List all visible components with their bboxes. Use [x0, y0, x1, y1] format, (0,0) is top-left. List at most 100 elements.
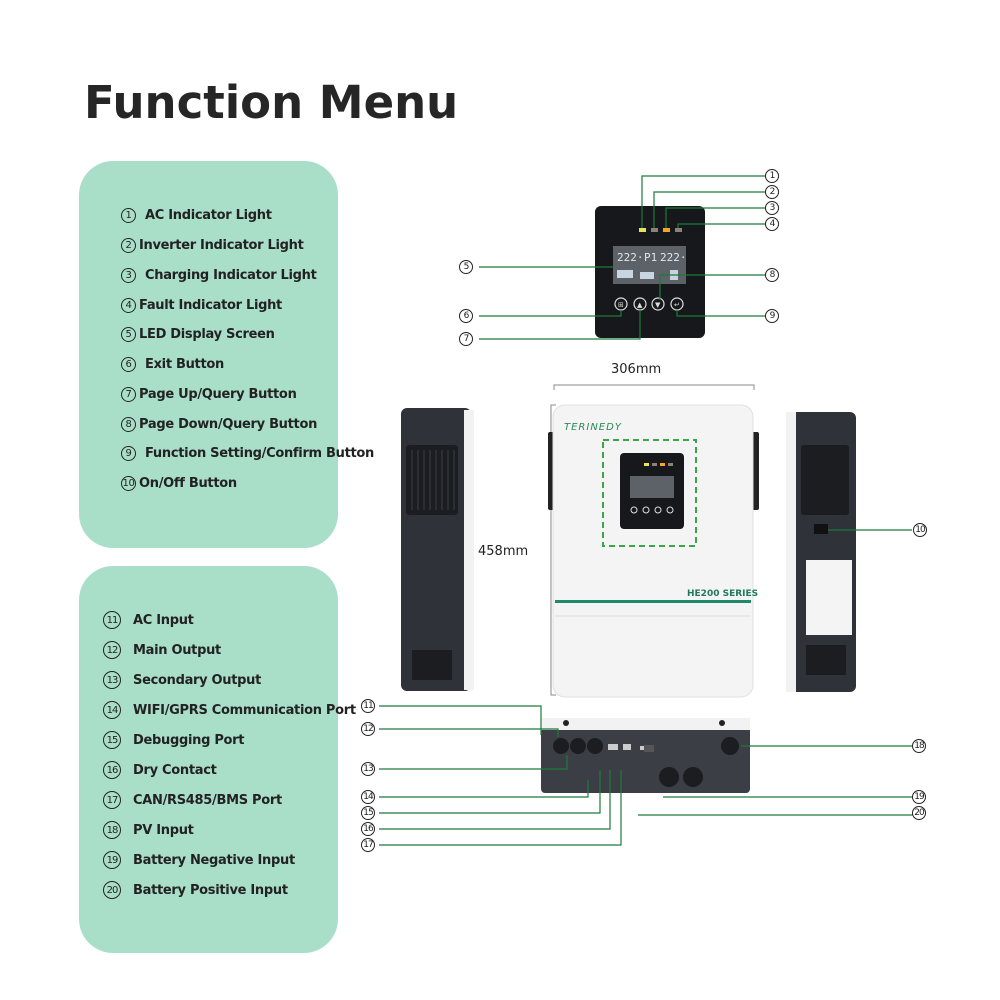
lcd-mid-value: P1 — [644, 251, 657, 264]
series-label: HE200 SERIES — [687, 589, 758, 599]
legend-item: 13 Secondary Output — [103, 671, 261, 689]
legend-item: 18 PV Input — [103, 821, 194, 839]
svg-text:↵: ↵ — [674, 301, 680, 309]
callout-number-icon: 13 — [103, 671, 121, 689]
svg-text:▼: ▼ — [655, 301, 661, 309]
diagram-callout-2: 2 — [765, 185, 779, 199]
legend-label: LED Display Screen — [139, 327, 275, 342]
legend-item: 6 Exit Button — [121, 357, 224, 372]
callout-number-icon: 15 — [103, 731, 121, 749]
width-dimension: 306mm — [611, 362, 662, 377]
legend-item: 20 Battery Positive Input — [103, 881, 288, 899]
front-view: TERINEDY HE200 SERIES — [548, 404, 759, 698]
legend-label: AC Input — [133, 612, 194, 628]
legend-label: Page Up/Query Button — [139, 387, 297, 402]
svg-text:⊞: ⊞ — [618, 301, 624, 309]
diagram-callout-13: 13 — [361, 762, 375, 776]
legend-label: Fault Indicator Light — [139, 298, 282, 313]
legend-label: Exit Button — [145, 357, 224, 372]
callout-number-icon: 11 — [103, 611, 121, 629]
bottom-view — [541, 718, 750, 793]
diagram-callout-15: 15 — [361, 806, 375, 820]
diagram-callout-19: 19 — [912, 790, 926, 804]
diagram-callout-8: 8 — [765, 268, 779, 282]
diagram-callout-17: 17 — [361, 838, 375, 852]
legend-item: 11 AC Input — [103, 611, 194, 629]
callout-number-icon: 4 — [121, 298, 136, 313]
legend-label: Battery Positive Input — [133, 882, 288, 898]
diagram-callout-6: 6 — [459, 309, 473, 323]
diagram-callout-10: 10 — [913, 523, 927, 537]
diagram-callout-1: 1 — [765, 169, 779, 183]
charging-indicator-led — [663, 228, 670, 232]
legend-item: 9 Function Setting/Confirm Button — [121, 446, 374, 461]
height-dimension: 458mm — [478, 544, 529, 559]
callout-number-icon: 19 — [103, 851, 121, 869]
fault-indicator-led — [675, 228, 682, 232]
diagram-callout-9: 9 — [765, 309, 779, 323]
callout-number-icon: 5 — [121, 327, 136, 342]
diagram-callout-3: 3 — [765, 201, 779, 215]
diagram-callout-14: 14 — [361, 790, 375, 804]
diagram-callout-7: 7 — [459, 332, 473, 346]
ports-legend-panel — [79, 566, 338, 953]
callout-number-icon: 10 — [121, 476, 136, 491]
page-down-button — [651, 297, 665, 311]
page-title: Function Menu — [84, 76, 459, 129]
diagram-callout-12: 12 — [361, 722, 375, 736]
legend-item: 1 AC Indicator Light — [121, 208, 272, 223]
callout-number-icon: 1 — [121, 208, 136, 223]
legend-label: Battery Negative Input — [133, 852, 295, 868]
legend-item: 19 Battery Negative Input — [103, 851, 295, 869]
diagram-callout-16: 16 — [361, 822, 375, 836]
ac-indicator-led — [639, 228, 646, 232]
callout-number-icon: 18 — [103, 821, 121, 839]
callout-number-icon: 20 — [103, 881, 121, 899]
left-side-view — [401, 408, 474, 691]
legend-label: CAN/RS485/BMS Port — [133, 792, 282, 808]
svg-text:▲: ▲ — [637, 301, 643, 309]
callout-number-icon: 16 — [103, 761, 121, 779]
diagram-callout-5: 5 — [459, 260, 473, 274]
callout-number-icon: 7 — [121, 387, 136, 402]
diagram-callout-20: 20 — [912, 806, 926, 820]
legend-label: Inverter Indicator Light — [139, 238, 304, 253]
lcd-right-value: 222· — [660, 251, 687, 264]
legend-label: PV Input — [133, 822, 194, 838]
lcd-left-value: 222· — [617, 251, 644, 264]
diagram-callout-18: 18 — [912, 739, 926, 753]
callout-number-icon: 2 — [121, 238, 136, 253]
legend-label: Secondary Output — [133, 672, 262, 688]
legend-item: 12 Main Output — [103, 641, 221, 659]
callout-number-icon: 9 — [121, 446, 136, 461]
legend-label: AC Indicator Light — [145, 208, 272, 223]
callout-number-icon: 17 — [103, 791, 121, 809]
legend-label: Main Output — [133, 642, 221, 658]
right-side-view — [786, 412, 912, 692]
brand-logo: TERINEDY — [564, 422, 622, 433]
legend-item: 17 CAN/RS485/BMS Port — [103, 791, 282, 809]
callout-number-icon: 8 — [121, 417, 136, 432]
legend-label: Debugging Port — [133, 732, 245, 748]
callout-number-icon: 12 — [103, 641, 121, 659]
diagram-callout-4: 4 — [765, 217, 779, 231]
callout-number-icon: 6 — [121, 357, 136, 372]
control-panel-closeup: 222· P1 222· ⊞ ▲ ▼ ↵ — [595, 206, 705, 338]
legend-label: Page Down/Query Button — [139, 417, 318, 432]
legend-label: Dry Contact — [133, 762, 217, 778]
legend-item: 15 Debugging Port — [103, 731, 245, 749]
legend-label: Function Setting/Confirm Button — [145, 446, 375, 461]
inverter-indicator-led — [651, 228, 658, 232]
legend-label: On/Off Button — [139, 476, 237, 491]
callout-number-icon: 3 — [121, 268, 136, 283]
legend-item: 16 Dry Contact — [103, 761, 217, 779]
